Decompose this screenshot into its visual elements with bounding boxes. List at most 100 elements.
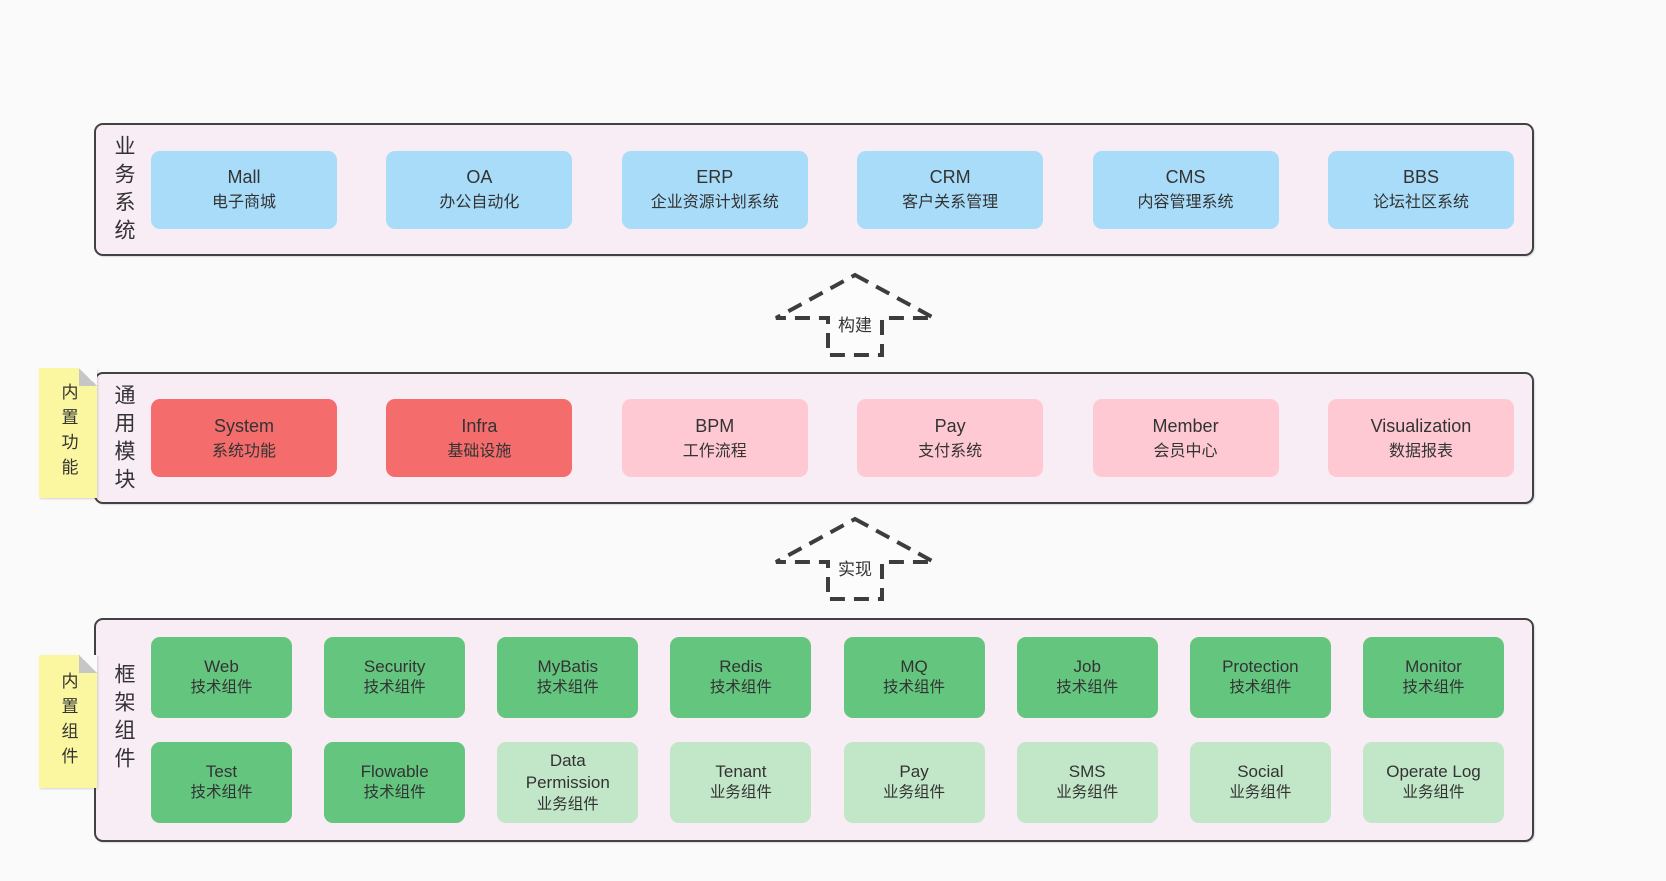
box-subtitle: 工作流程 bbox=[682, 442, 747, 460]
box-title: SMS bbox=[1068, 762, 1106, 782]
box-pay-biz: Pay 业务组件 bbox=[843, 742, 985, 823]
box-job: Job 技术组件 bbox=[1016, 637, 1158, 718]
box-title: OA bbox=[466, 167, 493, 187]
box-social: Social 业务组件 bbox=[1189, 742, 1331, 823]
box-subtitle: 内容管理系统 bbox=[1137, 194, 1234, 211]
box-flowable: Flowable 技术组件 bbox=[324, 742, 466, 823]
section-label-column: 业务系统 bbox=[96, 125, 151, 254]
box-sms: SMS 业务组件 bbox=[1016, 742, 1158, 823]
box-data-permission: Data Permission 业务组件 bbox=[497, 742, 639, 823]
box-subtitle: 技术组件 bbox=[1229, 679, 1292, 697]
up-arrow-icon bbox=[775, 516, 935, 601]
box-title: BBS bbox=[1402, 167, 1439, 187]
box-protection: Protection 技术组件 bbox=[1189, 637, 1331, 718]
box-title: Web bbox=[204, 657, 239, 677]
box-subtitle: 技术组件 bbox=[536, 679, 599, 697]
box-monitor: Monitor 技术组件 bbox=[1362, 637, 1504, 718]
box-subtitle: 业务组件 bbox=[1229, 784, 1292, 802]
box-redis: Redis 技术组件 bbox=[670, 637, 812, 718]
box-title: MyBatis bbox=[537, 657, 599, 677]
section-common-modules: 通用模块 System 系统功能 Infra 基础设施 BPM 工作流程 Pay… bbox=[94, 372, 1534, 504]
box-web: Web 技术组件 bbox=[151, 637, 292, 718]
box-title: Flowable bbox=[360, 762, 429, 782]
box-title: Protection bbox=[1222, 657, 1299, 677]
box-pay: Pay 支付系统 bbox=[857, 399, 1044, 477]
box-subtitle: 技术组件 bbox=[190, 784, 253, 802]
components-row-1: Web 技术组件 Security 技术组件 MyBatis 技术组件 Redi… bbox=[151, 637, 1504, 718]
box-subtitle: 论坛社区系统 bbox=[1372, 194, 1469, 211]
arrow-implement: 实现 bbox=[770, 516, 940, 602]
box-security: Security 技术组件 bbox=[324, 637, 466, 718]
box-title: Social bbox=[1237, 762, 1284, 782]
box-title: Operate Log bbox=[1386, 762, 1481, 782]
box-title: MQ bbox=[900, 657, 928, 677]
modules-box-row: System 系统功能 Infra 基础设施 BPM 工作流程 Pay 支付系统… bbox=[151, 374, 1532, 502]
box-infra: Infra 基础设施 bbox=[386, 399, 573, 477]
box-mall: Mall 电子商城 bbox=[151, 150, 337, 229]
box-subtitle: 系统功能 bbox=[211, 442, 276, 460]
box-title: Pay bbox=[934, 415, 966, 436]
sticky-text: 内置组件 bbox=[58, 671, 78, 772]
components-row-2: Test 技术组件 Flowable 技术组件 Data Permission … bbox=[151, 742, 1504, 823]
box-title: Mall bbox=[227, 167, 261, 187]
box-operate-log: Operate Log 业务组件 bbox=[1362, 742, 1504, 823]
box-subtitle: 技术组件 bbox=[1056, 679, 1119, 697]
box-member: Member 会员中心 bbox=[1092, 399, 1279, 477]
box-subtitle: 业务组件 bbox=[1056, 784, 1119, 802]
arrow-build: 构建 bbox=[770, 272, 940, 358]
box-title: Test bbox=[205, 762, 238, 782]
box-subtitle: 电子商城 bbox=[211, 194, 276, 211]
box-crm: CRM 客户关系管理 bbox=[857, 150, 1044, 229]
box-subtitle: 技术组件 bbox=[883, 679, 946, 697]
box-title: BPM bbox=[695, 415, 735, 436]
section-framework-components: 框架组件 Web 技术组件 Security 技术组件 MyBatis 技术组件… bbox=[94, 618, 1534, 842]
box-title: Job bbox=[1073, 657, 1101, 677]
sticky-built-in-features: 内置功能 bbox=[39, 368, 97, 498]
sticky-built-in-components: 内置组件 bbox=[39, 655, 97, 788]
business-box-row: Mall 电子商城 OA 办公自动化 ERP 企业资源计划系统 CRM 客户关系… bbox=[151, 125, 1532, 254]
components-grid: Web 技术组件 Security 技术组件 MyBatis 技术组件 Redi… bbox=[151, 620, 1532, 840]
box-subtitle: 支付系统 bbox=[918, 442, 983, 460]
box-subtitle: 业务组件 bbox=[536, 795, 599, 813]
box-subtitle: 企业资源计划系统 bbox=[650, 194, 779, 211]
box-title: CMS bbox=[1165, 167, 1206, 187]
section-business-label: 业务系统 bbox=[112, 135, 135, 247]
box-subtitle: 技术组件 bbox=[190, 679, 253, 697]
box-title: System bbox=[213, 415, 274, 436]
box-oa: OA 办公自动化 bbox=[386, 150, 573, 229]
arrow-implement-label: 实现 bbox=[838, 560, 872, 579]
box-title: Visualization bbox=[1370, 415, 1472, 436]
box-subtitle: 客户关系管理 bbox=[902, 194, 999, 211]
box-subtitle: 数据报表 bbox=[1388, 442, 1453, 460]
box-title: Member bbox=[1152, 415, 1219, 436]
box-system: System 系统功能 bbox=[151, 399, 337, 477]
box-visualization: Visualization 数据报表 bbox=[1327, 399, 1514, 477]
section-components-label: 框架组件 bbox=[112, 663, 135, 775]
box-title: Tenant bbox=[715, 762, 767, 782]
sticky-text: 内置功能 bbox=[58, 383, 78, 483]
folded-corner-icon bbox=[79, 655, 97, 673]
box-subtitle: 业务组件 bbox=[883, 784, 946, 802]
box-title: CRM bbox=[929, 167, 971, 187]
box-subtitle: 办公自动化 bbox=[439, 194, 520, 211]
box-subtitle: 业务组件 bbox=[709, 784, 772, 802]
box-tenant: Tenant 业务组件 bbox=[670, 742, 812, 823]
box-title: Redis bbox=[719, 657, 763, 677]
box-title: ERP bbox=[696, 167, 734, 187]
section-label-column: 框架组件 bbox=[96, 620, 151, 840]
section-business-systems: 业务系统 Mall 电子商城 OA 办公自动化 ERP 企业资源计划系统 CRM… bbox=[94, 123, 1534, 256]
section-label-column: 通用模块 bbox=[96, 374, 151, 502]
section-modules-label: 通用模块 bbox=[112, 384, 135, 496]
box-subtitle: 技术组件 bbox=[363, 679, 426, 697]
box-subtitle: 技术组件 bbox=[363, 784, 426, 802]
box-subtitle: 技术组件 bbox=[709, 679, 772, 697]
box-title: Monitor bbox=[1405, 657, 1462, 677]
box-cms: CMS 内容管理系统 bbox=[1092, 150, 1279, 229]
box-subtitle: 会员中心 bbox=[1153, 442, 1218, 460]
box-subtitle: 基础设施 bbox=[447, 442, 512, 460]
box-subtitle: 业务组件 bbox=[1402, 784, 1465, 802]
folded-corner-icon bbox=[79, 368, 97, 386]
box-test: Test 技术组件 bbox=[151, 742, 292, 823]
box-title: Pay bbox=[899, 762, 929, 782]
